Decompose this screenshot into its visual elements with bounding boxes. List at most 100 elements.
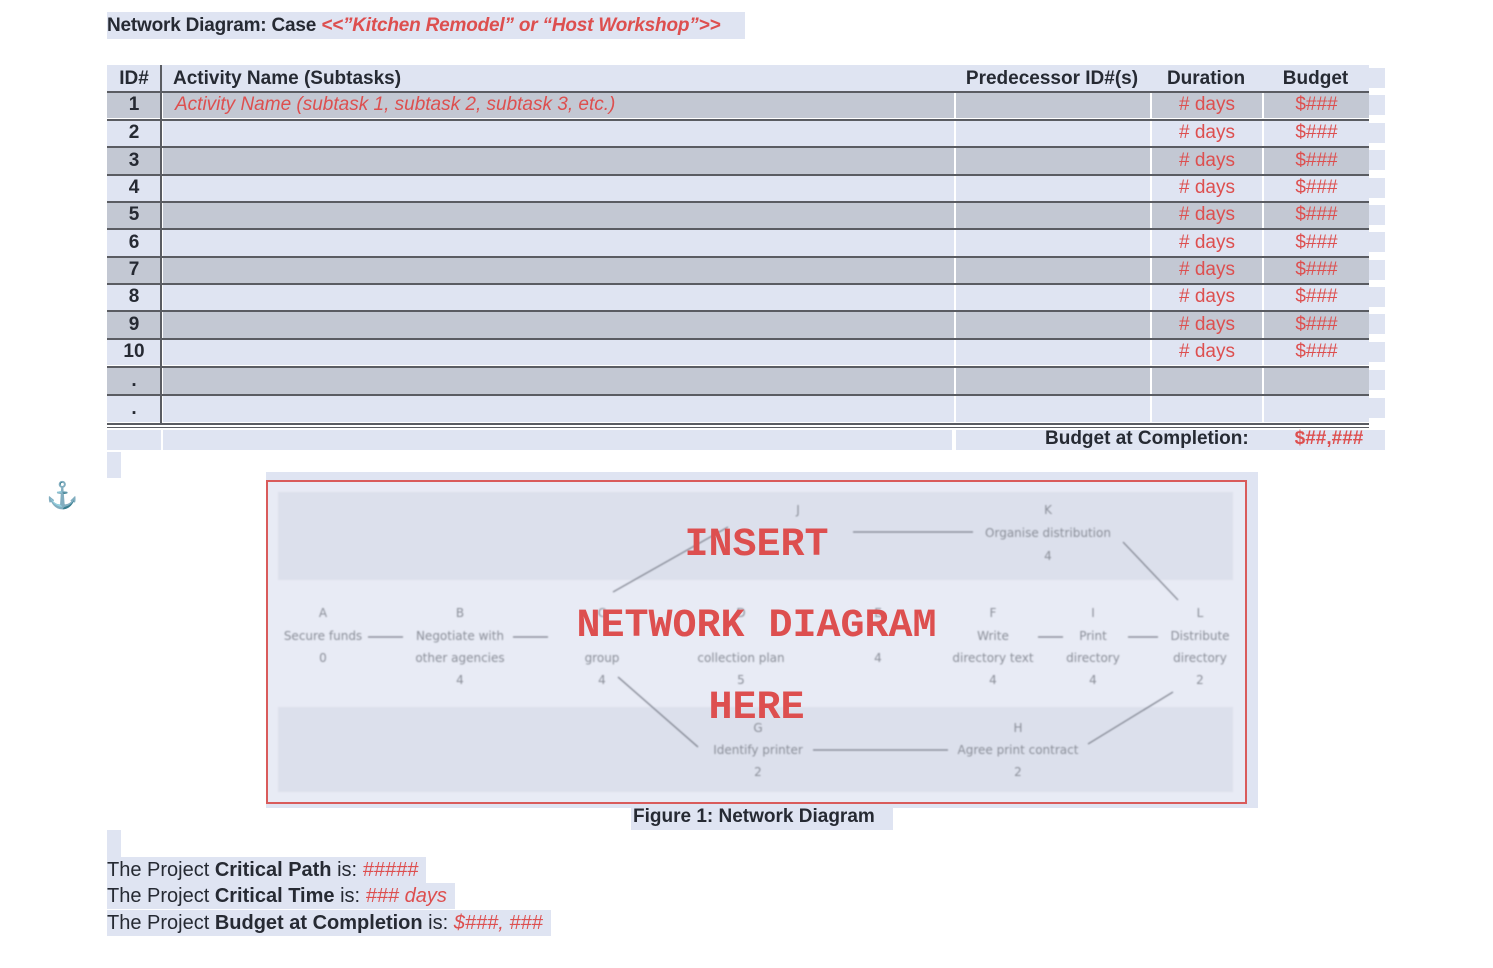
node-d-letter: D bbox=[736, 606, 745, 620]
row-predecessor[interactable] bbox=[954, 229, 1150, 256]
table-rule bbox=[107, 201, 1369, 203]
node-k-letter: K bbox=[1044, 503, 1053, 517]
node-i-label2: directory bbox=[1066, 651, 1120, 665]
row-duration[interactable]: # days bbox=[1150, 284, 1262, 310]
row-duration[interactable]: # days bbox=[1150, 339, 1262, 365]
node-d-label2: collection plan bbox=[697, 651, 784, 665]
node-b-letter: B bbox=[456, 606, 464, 620]
summary-critical-time: The Project Critical Time is: ### days bbox=[107, 883, 455, 909]
row-budget[interactable]: $### bbox=[1262, 147, 1369, 174]
row-activity-name[interactable] bbox=[161, 120, 954, 146]
node-g-letter: G bbox=[753, 721, 762, 735]
bac-summary-value: $###, ### bbox=[453, 912, 543, 934]
row-id: 10 bbox=[107, 339, 161, 365]
row-id: 7 bbox=[107, 257, 161, 283]
row-budget[interactable]: $### bbox=[1262, 339, 1369, 365]
row-activity-name[interactable] bbox=[161, 395, 954, 422]
figure-caption: Figure 1: Network Diagram bbox=[631, 804, 893, 830]
node-b-label2: other agencies bbox=[415, 651, 504, 665]
row-activity-name[interactable] bbox=[161, 202, 954, 228]
summary-prefix: The Project bbox=[107, 912, 215, 934]
row-duration[interactable]: # days bbox=[1150, 257, 1262, 283]
table-row: 4# days$### bbox=[107, 175, 1369, 201]
row-predecessor[interactable] bbox=[954, 367, 1150, 394]
row-activity-name[interactable] bbox=[161, 311, 954, 338]
row-duration[interactable]: # days bbox=[1150, 202, 1262, 228]
row-budget[interactable]: $### bbox=[1262, 120, 1369, 146]
row-budget[interactable]: $### bbox=[1262, 92, 1369, 118]
row-predecessor[interactable] bbox=[954, 339, 1150, 365]
row-budget[interactable]: $### bbox=[1262, 311, 1369, 338]
table-row: . bbox=[107, 367, 1369, 394]
table-rule bbox=[107, 338, 1369, 340]
node-c-label2: group bbox=[585, 651, 620, 665]
bac-row-bg bbox=[107, 430, 161, 450]
node-j-letter: J bbox=[795, 503, 800, 517]
row-predecessor[interactable] bbox=[954, 257, 1150, 283]
bac-value: $##,### bbox=[1294, 428, 1364, 449]
row-duration[interactable]: # days bbox=[1150, 120, 1262, 146]
table-column-rule bbox=[160, 65, 162, 425]
node-l-days: 2 bbox=[1196, 673, 1204, 687]
row-budget[interactable] bbox=[1262, 395, 1369, 422]
summary-bold: Critical Time bbox=[214, 885, 335, 907]
row-budget[interactable]: $### bbox=[1262, 257, 1369, 283]
row-predecessor[interactable] bbox=[954, 147, 1150, 174]
row-budget[interactable] bbox=[1262, 367, 1369, 394]
row-activity-name[interactable] bbox=[161, 367, 954, 394]
table-rule bbox=[107, 174, 1369, 176]
summary-mid: is: bbox=[334, 885, 366, 907]
node-b-days: 4 bbox=[456, 673, 464, 687]
table-row: 8 # days$### bbox=[107, 284, 1369, 310]
header-duration: Duration bbox=[1150, 65, 1262, 92]
row-activity-name[interactable] bbox=[161, 339, 954, 365]
row-budget[interactable]: $### bbox=[1262, 229, 1369, 256]
row-predecessor[interactable] bbox=[954, 395, 1150, 422]
node-l-label2: directory bbox=[1173, 651, 1227, 665]
row-predecessor[interactable] bbox=[954, 120, 1150, 146]
node-f-days: 4 bbox=[989, 673, 997, 687]
row-duration[interactable]: # days bbox=[1150, 311, 1262, 338]
paragraph-mark bbox=[107, 452, 121, 478]
row-predecessor[interactable] bbox=[954, 92, 1150, 118]
background-network-diagram: A Secure funds 0 B Negotiate with other … bbox=[278, 492, 1233, 792]
row-budget[interactable]: $### bbox=[1262, 175, 1369, 201]
row-id: 8 bbox=[107, 284, 161, 310]
row-activity-name[interactable] bbox=[161, 147, 954, 174]
row-duration[interactable]: # days bbox=[1150, 92, 1262, 118]
row-duration[interactable] bbox=[1150, 395, 1262, 422]
node-i-letter: I bbox=[1091, 606, 1095, 620]
table-edge-marker bbox=[1369, 260, 1385, 280]
summary-critical-path: The Project Critical Path is: ##### bbox=[107, 857, 427, 883]
row-predecessor[interactable] bbox=[954, 284, 1150, 310]
row-activity-name[interactable] bbox=[161, 229, 954, 256]
row-activity-name[interactable]: Activity Name (subtask 1, subtask 2, sub… bbox=[161, 92, 954, 118]
row-predecessor[interactable] bbox=[954, 311, 1150, 338]
table-edge-marker bbox=[1369, 314, 1385, 334]
node-b-label: Negotiate with bbox=[416, 629, 504, 643]
anchor-icon[interactable]: ⚓ bbox=[46, 480, 79, 510]
node-c-letter: C bbox=[598, 606, 606, 620]
row-duration[interactable] bbox=[1150, 367, 1262, 394]
row-activity-name[interactable] bbox=[161, 284, 954, 310]
row-budget[interactable]: $### bbox=[1262, 284, 1369, 310]
row-activity-name[interactable] bbox=[161, 175, 954, 201]
node-k-label: Organise distribution bbox=[985, 526, 1111, 540]
row-duration[interactable]: # days bbox=[1150, 175, 1262, 201]
table-edge-marker bbox=[1369, 342, 1385, 362]
row-predecessor[interactable] bbox=[954, 175, 1150, 201]
row-duration[interactable]: # days bbox=[1150, 147, 1262, 174]
network-diagram-placeholder[interactable]: A Secure funds 0 B Negotiate with other … bbox=[266, 480, 1247, 804]
row-duration[interactable]: # days bbox=[1150, 229, 1262, 256]
title-prefix: Network Diagram: Case bbox=[107, 15, 322, 36]
node-g-days: 2 bbox=[754, 765, 762, 779]
node-a-days: 0 bbox=[319, 651, 327, 665]
node-e-letter: E bbox=[874, 606, 882, 620]
node-h-days: 2 bbox=[1014, 765, 1022, 779]
table-rule bbox=[107, 427, 1369, 428]
summary-bold: Critical Path bbox=[214, 859, 332, 881]
row-budget[interactable]: $### bbox=[1262, 202, 1369, 228]
row-activity-name[interactable] bbox=[161, 257, 954, 283]
critical-path-value: ##### bbox=[362, 859, 419, 881]
row-predecessor[interactable] bbox=[954, 202, 1150, 228]
